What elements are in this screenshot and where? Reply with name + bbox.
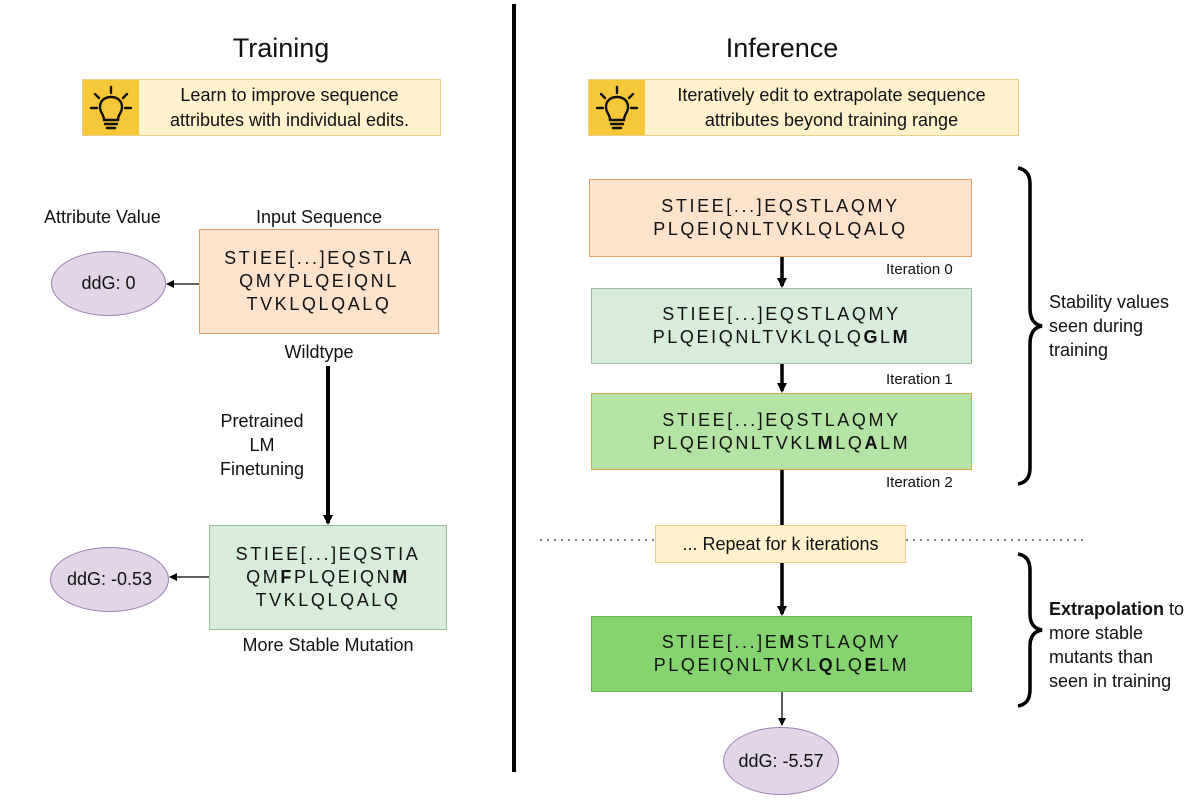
mutated-residue: M (392, 567, 410, 587)
mutated-residue: Q (818, 655, 836, 675)
ddg-wildtype-ellipse: ddG: 0 (51, 251, 166, 316)
seq-line: STIEE[...]EQSTLAQMY (662, 304, 901, 324)
mutated-residue: F (280, 567, 294, 587)
repeat-label: ... Repeat for k iterations (682, 533, 879, 554)
seq-line: STIEE[...]EQSTLA (224, 248, 414, 268)
seq-line: QMYPLQEIQNL (239, 271, 399, 291)
sequence-segment: STIEE[...]E (661, 632, 780, 652)
brace-text-line: mutants than (1049, 647, 1154, 667)
finetuning-line: LM (249, 435, 275, 455)
inference-tip-line1: Iteratively edit to extrapolate sequence (677, 84, 986, 105)
brace-extrapolation-text: Extrapolation to more stable mutants tha… (1049, 597, 1184, 693)
mutated-residue: G (863, 327, 881, 347)
sequence-segment: LQ (835, 655, 865, 675)
seq-line: STIEE[...]EQSTIA (235, 544, 421, 564)
brace-text-line: to (1164, 599, 1185, 619)
seq-line: PLQEIQNLTVKLQLQALQ (653, 218, 908, 241)
seq-line: STIEE[...]EMSTLAQMY (662, 631, 901, 654)
sequence-segment: STLAQMY (797, 632, 902, 652)
wildtype-sequence-box: STIEE[...]EQSTLA QMYPLQEIQNL TVKLQLQALQ (199, 229, 439, 334)
finetuning-line: Finetuning (219, 459, 305, 479)
finetuning-label: Pretrained LM Finetuning (200, 409, 324, 481)
iteration-2-box: STIEE[...]EQSTLAQMY PLQEIQNLTVKLMLQALM (591, 393, 972, 470)
wildtype-label: Wildtype (284, 342, 354, 362)
ddg-value: ddG: -5.57 (738, 750, 824, 771)
brace-text-line: seen in training (1049, 671, 1172, 691)
mutated-residue: M (817, 432, 836, 453)
seq-line: PLQEIQNLTVKLQLQELM (654, 654, 910, 677)
sequence-segment: LM (880, 432, 911, 453)
iteration-2-label: Iteration 2 (886, 474, 953, 491)
ddg-value: ddG: 0 (81, 273, 136, 293)
iteration-1-label: Iteration 1 (886, 371, 953, 388)
final-iteration-box: STIEE[...]EMSTLAQMY PLQEIQNLTVKLQLQELM (591, 616, 972, 692)
inference-tip-text: Iteratively edit to extrapolate sequence… (645, 80, 1018, 135)
lightbulb-icon (83, 80, 139, 135)
repeat-k-iterations-box: ... Repeat for k iterations (655, 525, 906, 563)
sequence-segment: PLQEIQNLTVKL (652, 432, 818, 453)
training-tip-text: Learn to improve sequence attributes wit… (139, 80, 440, 135)
seq-line: STIEE[...]EQSTLAQMY (661, 196, 900, 216)
finetuning-line: Pretrained (220, 411, 304, 431)
brace-training-range (1017, 166, 1043, 486)
attribute-value-header: Attribute Value (44, 207, 161, 227)
mutated-residue: M (892, 327, 911, 347)
training-tip-box: Learn to improve sequence attributes wit… (82, 79, 441, 136)
lightbulb-icon (589, 80, 645, 135)
brace-extrapolation (1017, 552, 1043, 708)
seq-line: TVKLQLQALQ (246, 294, 392, 314)
seq-line: PLQEIQNLTVKLQLQGLM (653, 326, 911, 349)
sequence-segment: QM (246, 567, 281, 587)
sequence-segment: PLQEIQNLTVKLQLQ (652, 327, 864, 347)
mutated-residue: M (779, 632, 797, 652)
brace-training-text: Stability values seen during training (1049, 290, 1169, 362)
extrapolation-bold: Extrapolation (1049, 599, 1165, 619)
ddg-value: ddG: -0.53 (66, 569, 153, 589)
seq-line: STIEE[...]EQSTLAQMY (662, 409, 901, 430)
inference-title: Inference (725, 33, 839, 63)
seq-line: PLQEIQNLTVKLMLQALM (653, 432, 911, 455)
ddg-final-ellipse: ddG: -5.57 (723, 727, 839, 795)
sequence-segment: L (880, 327, 893, 347)
ddg-mutant-ellipse: ddG: -0.53 (50, 547, 169, 612)
mutant-label: More Stable Mutation (242, 635, 414, 655)
iteration-1-box: STIEE[...]EQSTLAQMY PLQEIQNLTVKLQLQGLM (591, 288, 972, 364)
mutated-residue: E (864, 655, 880, 675)
brace-text-line: more stable (1049, 623, 1144, 643)
sequence-segment: LM (879, 655, 910, 675)
brace-text-line: training (1049, 340, 1109, 360)
sequence-segment: PLQEIQN (293, 567, 393, 587)
sequence-segment: PLQEIQNLTVKL (653, 655, 819, 675)
seq-line: QMFPLQEIQNM (246, 566, 410, 589)
iteration-0-label: Iteration 0 (886, 261, 953, 278)
mutated-residue: A (864, 432, 881, 453)
mutant-sequence-box: STIEE[...]EQSTIA QMFPLQEIQNM TVKLQLQALQ (209, 525, 447, 630)
sequence-segment: PLQEIQNLTVKLQLQALQ (653, 219, 908, 239)
inference-tip-box: Iteratively edit to extrapolate sequence… (588, 79, 1019, 136)
brace-text-line: Stability values (1049, 292, 1170, 312)
brace-text-line: seen during (1049, 316, 1144, 336)
training-title: Training (232, 33, 330, 63)
seq-line: TVKLQLQALQ (255, 590, 401, 610)
training-tip-line1: Learn to improve sequence (180, 84, 399, 105)
iteration-0-box: STIEE[...]EQSTLAQMY PLQEIQNLTVKLQLQALQ (589, 179, 972, 257)
training-tip-line2: attributes with individual edits. (169, 109, 410, 130)
input-sequence-header: Input Sequence (255, 207, 383, 227)
sequence-segment: LQ (835, 432, 865, 453)
inference-tip-line2: attributes beyond training range (704, 109, 959, 130)
